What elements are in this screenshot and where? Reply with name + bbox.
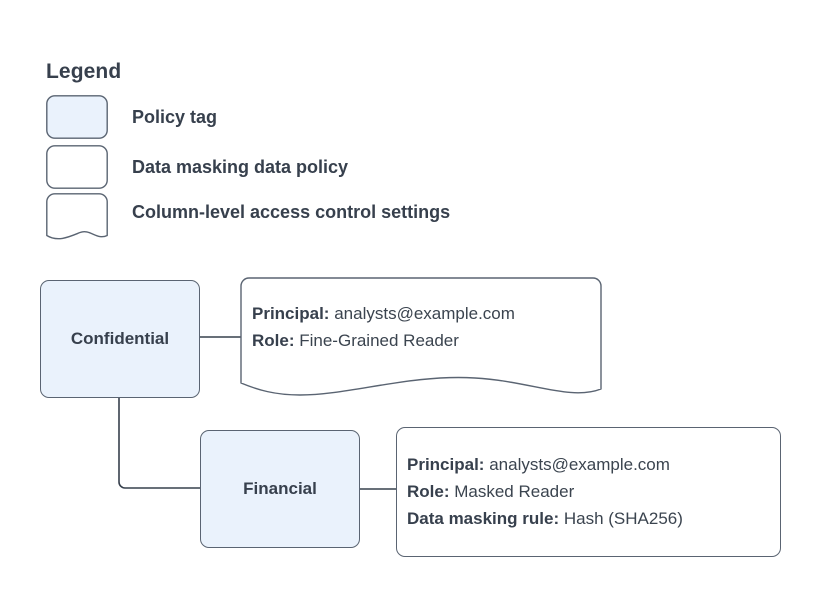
callout-financial-body: Principal: analysts@example.com Role: Ma… [407,451,770,532]
legend-label-access-control: Column-level access control settings [132,202,451,222]
legend-item-data-masking-policy: Data masking data policy [46,145,576,191]
callout-value-masking-rule: Hash (SHA256) [563,509,683,528]
legend-label-data-masking-policy: Data masking data policy [132,157,349,177]
callout-value-principal: analysts@example.com [489,455,670,474]
node-confidential-label: Confidential [70,329,170,348]
callout-value-principal: analysts@example.com [334,304,515,323]
legend-item-access-control: Column-level access control settings [46,193,576,240]
legend-label-policy-tag: Policy tag [132,107,218,127]
callout-key-masking-rule: Data masking rule: [407,509,560,528]
callout-line-principal: Principal: analysts@example.com [252,300,592,327]
callout-confidential-body: Principal: analysts@example.com Role: Fi… [252,300,592,354]
callout-line-role: Role: Masked Reader [407,478,770,505]
callout-shape-wavy [240,277,602,396]
callout-key-principal: Principal: [407,455,485,474]
node-financial-label: Financial [243,479,317,498]
callout-key-principal: Principal: [252,304,330,323]
access-control-swatch [46,193,108,240]
node-confidential[interactable]: Confidential [40,280,200,398]
connector-confidential-to-financial [118,398,200,489]
callout-financial-masking-policy[interactable]: Principal: analysts@example.com Role: Ma… [396,427,781,557]
callout-value-role: Masked Reader [454,482,575,501]
callout-value-role: Fine-Grained Reader [299,331,459,350]
policy-tag-swatch [46,95,108,139]
legend-item-policy-tag: Policy tag [46,95,576,141]
node-financial[interactable]: Financial [200,430,360,548]
callout-line-principal: Principal: analysts@example.com [407,451,770,478]
callout-key-role: Role: [252,331,295,350]
data-policy-swatch [46,145,108,189]
callout-line-masking-rule: Data masking rule: Hash (SHA256) [407,505,770,532]
callout-confidential-access-control[interactable]: Principal: analysts@example.com Role: Fi… [240,277,602,399]
callout-line-role: Role: Fine-Grained Reader [252,327,592,354]
callout-key-role: Role: [407,482,450,501]
legend-title: Legend [46,60,122,83]
